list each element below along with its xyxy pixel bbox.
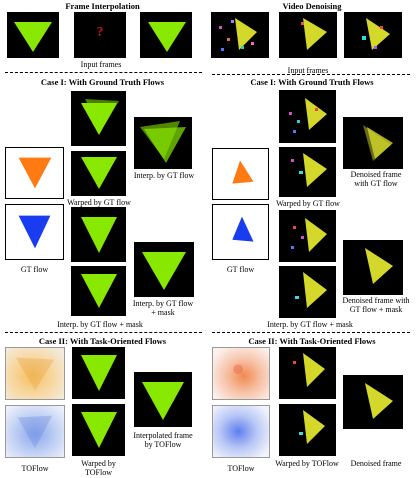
denoise-mask-tile-1 [279, 210, 336, 262]
input-frame-2 [140, 12, 192, 58]
noisy-input-2 [279, 12, 337, 58]
denoised-gt-caption: Denoised frame with GT flow [350, 170, 402, 188]
interpolated-toflow-caption: Interpolated frame by TOFlow [133, 431, 193, 449]
left-interp-mask-caption: Interp. by GT flow + mask [57, 320, 143, 329]
right-panel-title: Video Denoising [282, 1, 342, 11]
right-toflow-warm [212, 347, 270, 400]
right-toflow-caption: TOFlow [227, 464, 255, 473]
warped-toflow-tile-1 [72, 347, 125, 399]
input-frame-missing: ? [74, 12, 126, 58]
denoised-gt-tile [343, 117, 403, 169]
warped-gt-caption: Warped by GT flow [67, 198, 131, 207]
right-case1-title: Case I: With Ground Truth Flows [250, 77, 374, 87]
green-triangle-shape [14, 22, 52, 52]
gt-flow-orange [5, 147, 64, 199]
right-denoised-toflow-tile [343, 375, 403, 429]
warped-toflow-tile-2 [72, 404, 125, 456]
blue-flow-triangle [18, 215, 51, 249]
interp-gt-caption: Interp. by GT flow [133, 171, 195, 180]
left-case1-title: Case I: With Ground Truth Flows [40, 77, 165, 87]
left-gt-flow-caption: GT flow [20, 265, 49, 274]
left-case2-title: Case II: With Task-Oriented Flows [38, 336, 167, 346]
warped-toflow-caption: Warped by TOFlow [81, 459, 116, 477]
right-toflow-cool [212, 405, 270, 458]
missing-frame-placeholder: ? [96, 25, 104, 40]
denoise-mask-tile-2 [279, 266, 336, 318]
denoised-gt-mask-caption: Denoised frame with GT flow + mask [342, 296, 410, 314]
right-denoised-caption: Denoised frame [350, 459, 402, 468]
left-toflow-caption: TOFlow [21, 464, 49, 473]
left-input-caption: Input frames [80, 60, 122, 69]
right-gt-flow-blue [212, 204, 269, 260]
interp-gt-mask-caption: Interp. by GT flow + mask [132, 299, 194, 317]
gt-flow-blue [5, 204, 64, 260]
orange-flow-triangle [18, 157, 52, 189]
toflow-warm [5, 347, 65, 400]
warped-gt-tile-2 [71, 151, 126, 196]
interpolated-toflow-tile [134, 372, 192, 427]
right-case2-title: Case II: With Task-Oriented Flows [248, 336, 376, 346]
toflow-cool [5, 405, 65, 458]
denoised-gt-mask-tile [343, 240, 403, 295]
right-warped-toflow-2 [279, 404, 336, 456]
right-gt-flow-caption: GT flow [226, 265, 255, 274]
input-frame-1 [7, 12, 59, 58]
divider [5, 332, 202, 333]
green-triangle-shape [148, 22, 186, 52]
noisy-input-1 [211, 12, 269, 58]
right-interp-mask-caption: Interp. by GT flow + mask [267, 320, 353, 329]
left-panel-title: Frame Interpolation [65, 1, 140, 11]
denoise-warped-gt-1 [279, 90, 336, 143]
denoise-warped-gt-2 [279, 147, 336, 197]
interp-gt-tile [134, 117, 192, 169]
right-input-caption: Input frames [287, 66, 329, 75]
noisy-input-3 [344, 12, 402, 58]
right-warped-toflow-1 [279, 347, 336, 399]
divider [5, 72, 202, 73]
divider [212, 332, 410, 333]
warped-gt-tile-1 [71, 91, 126, 146]
right-warped-toflow-caption: Warped by TOFlow [275, 459, 339, 468]
interp-mask-tile-1 [71, 207, 126, 262]
divider [212, 74, 410, 75]
interp-gt-mask-result [134, 242, 194, 297]
interp-mask-tile-2 [71, 266, 126, 316]
right-gt-flow-orange [212, 148, 269, 200]
right-warped-gt-caption: Warped by GT flow [276, 199, 340, 208]
